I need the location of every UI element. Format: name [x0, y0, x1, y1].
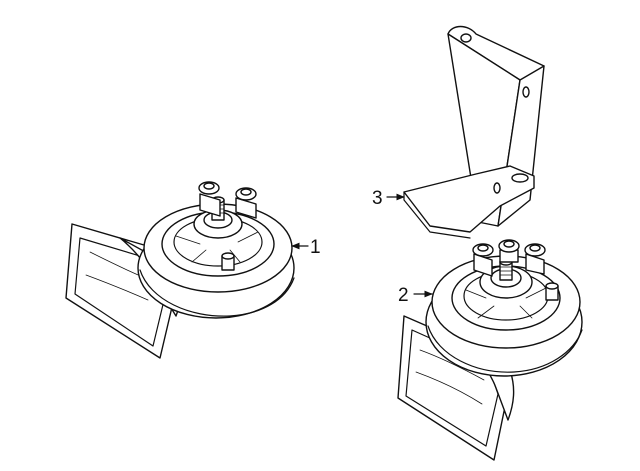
horn-2-terminal-c: [525, 253, 545, 275]
callout-2: 2: [398, 285, 433, 306]
bracket-3: [403, 25, 545, 239]
callout-1: 1: [291, 237, 321, 258]
horn-1: [65, 181, 295, 359]
bracket-3-foot: [403, 165, 535, 233]
horn-2-terminal-a: [473, 253, 493, 277]
callout-3-label: 3: [372, 188, 383, 209]
horn-2: [397, 239, 583, 461]
horn-1-terminal-a: [199, 193, 221, 217]
horn-1-terminal-b: [235, 197, 257, 219]
callout-1-label: 1: [310, 237, 321, 258]
callout-2-label: 2: [398, 285, 409, 306]
callout-3: 3: [372, 188, 405, 209]
